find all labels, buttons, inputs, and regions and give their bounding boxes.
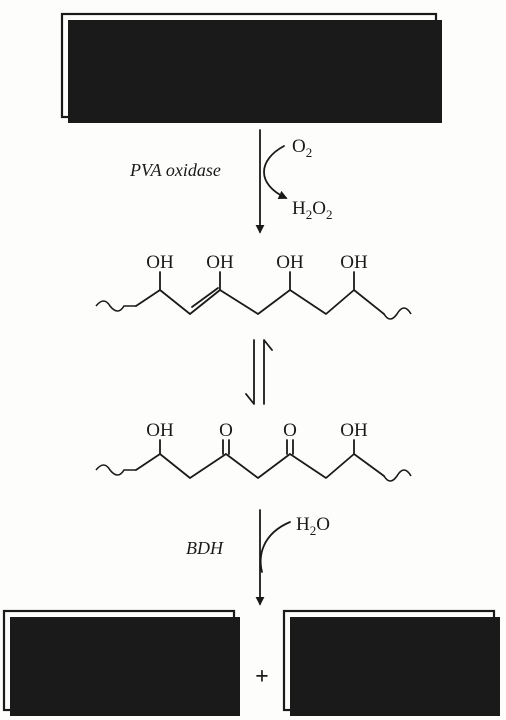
curved-arrow (259, 521, 291, 573)
curved-arrow (263, 145, 288, 200)
wavy-end-right (383, 469, 412, 482)
wavy-end-left (97, 76, 138, 88)
hydroxyl-label: OH (72, 624, 100, 645)
carbonyl-oxygen-label: O (219, 420, 233, 441)
hydroxyl-label: OH (350, 29, 378, 50)
hydroxyl-label: OH (146, 252, 174, 273)
box-frame (2, 609, 236, 712)
hydroxyl-label: OH (146, 420, 174, 441)
box-frame (60, 12, 438, 119)
product-ketone-box: O OH (282, 609, 500, 716)
enzyme-label: BDH (186, 538, 224, 558)
enol-intermediate: OH OH OH OH (95, 252, 412, 320)
equilibrium-up-arrow (263, 339, 273, 405)
acid-backbone (61, 663, 143, 689)
box-shadow (68, 20, 442, 123)
reagent-o2: O2 (292, 136, 312, 160)
hydroxyl-label: OH (214, 29, 242, 50)
hydroxyl-label: OH (398, 630, 426, 651)
diketone-intermediate: OH O O OH (95, 420, 412, 482)
hydroxyl-label: OH (206, 252, 234, 273)
wavy-end-left (95, 300, 136, 312)
plus-sign: + (255, 664, 269, 690)
hydroxyl-label: OH (340, 252, 368, 273)
wavy-end-right (383, 307, 412, 320)
box-shadow (10, 617, 240, 716)
hydroxyl-label: OH (146, 29, 174, 50)
hydroxyl-label: OH (282, 29, 310, 50)
diketone-backbone (135, 453, 385, 479)
wavy-end-right (387, 79, 416, 92)
wavy-end-left (95, 464, 136, 476)
wavy-end-right (443, 683, 472, 696)
wavy-end-left (21, 676, 62, 688)
box-shadow (290, 617, 500, 716)
carbonyl-oxygen-label: O (283, 420, 297, 441)
ketone-backbone (315, 669, 445, 691)
enol-backbone (135, 289, 385, 315)
step-3-arrow: BDH H2O (186, 509, 330, 606)
double-bond (191, 287, 219, 308)
carboxyl-label: COOH (143, 661, 197, 682)
equilibrium-down-arrow (245, 339, 255, 405)
hydroxyl-label: OH (340, 420, 368, 441)
box-frame (282, 609, 496, 712)
product-acid-box: OH COOH (2, 609, 240, 716)
carbonyl-oxygen-label: O (339, 630, 353, 651)
pva-backbone (137, 67, 389, 93)
product-h2o2: H2O2 (292, 198, 332, 222)
equilibrium-arrows (245, 339, 273, 405)
pva-polymer-box: OH OH OH OH (60, 12, 442, 123)
reagent-h2o: H2O (296, 514, 330, 538)
enzyme-label: PVA oxidase (129, 160, 221, 180)
hydroxyl-label: OH (276, 252, 304, 273)
step-1-arrow: PVA oxidase O2 H2O2 (129, 129, 332, 234)
